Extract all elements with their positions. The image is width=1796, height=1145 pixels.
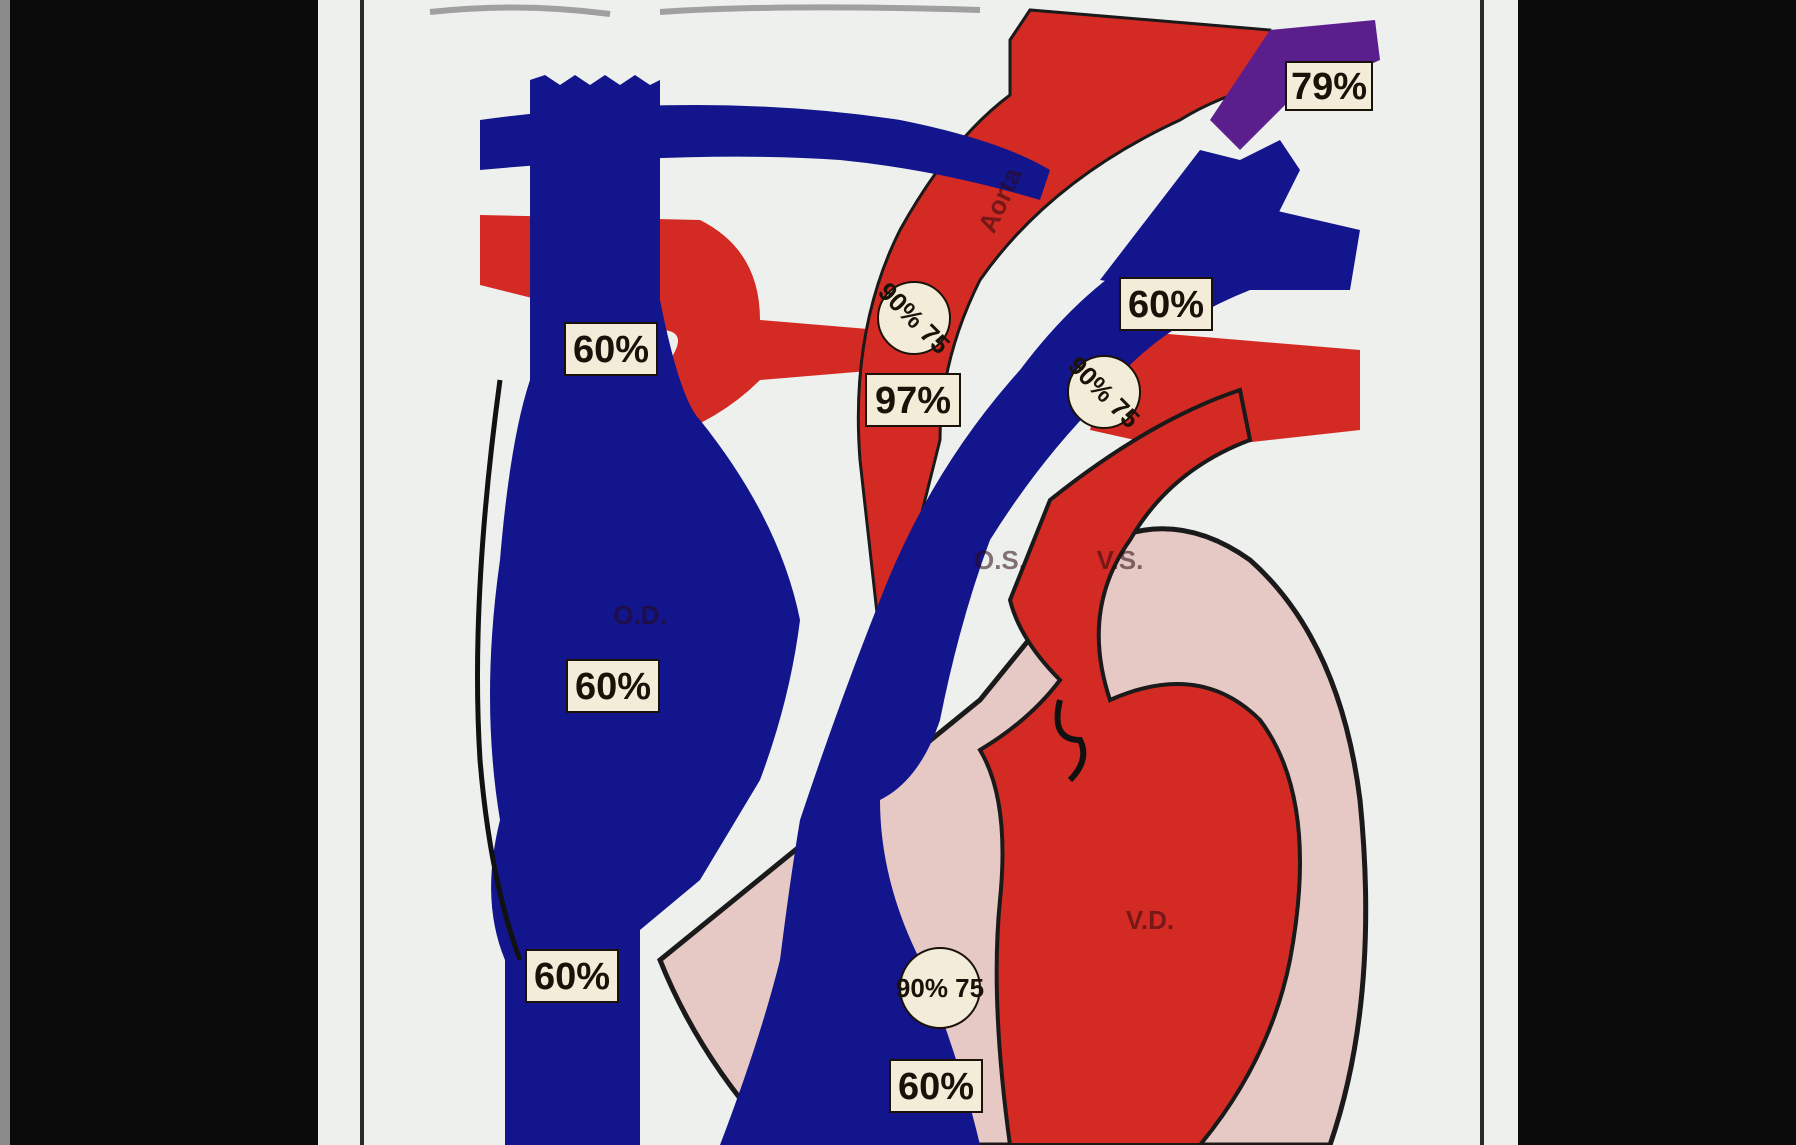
svg-text:90% 75: 90% 75 [896, 973, 984, 1003]
label-subclavian: 79% [1286, 62, 1372, 110]
svg-text:60%: 60% [534, 956, 610, 998]
label-ivc: 60% [526, 950, 618, 1002]
label-pa: 60% [1120, 278, 1212, 330]
label-vd: V.D. [1126, 905, 1174, 935]
left-grey-edge [0, 0, 10, 1145]
label-vs: V.S. [1097, 545, 1144, 575]
label-ra: 60% [567, 660, 659, 712]
svg-text:60%: 60% [573, 329, 649, 371]
svg-text:60%: 60% [575, 666, 651, 708]
label-rv: 60% [890, 1060, 982, 1112]
label-od: O.D. [613, 600, 666, 630]
svg-text:97%: 97% [875, 380, 951, 422]
label-aorta-97: 97% [866, 374, 960, 426]
label-svc: 60% [565, 323, 657, 375]
label-os: O.S. [974, 545, 1026, 575]
svg-text:79%: 79% [1291, 66, 1367, 108]
svg-text:60%: 60% [898, 1066, 974, 1108]
svg-text:60%: 60% [1128, 284, 1204, 326]
